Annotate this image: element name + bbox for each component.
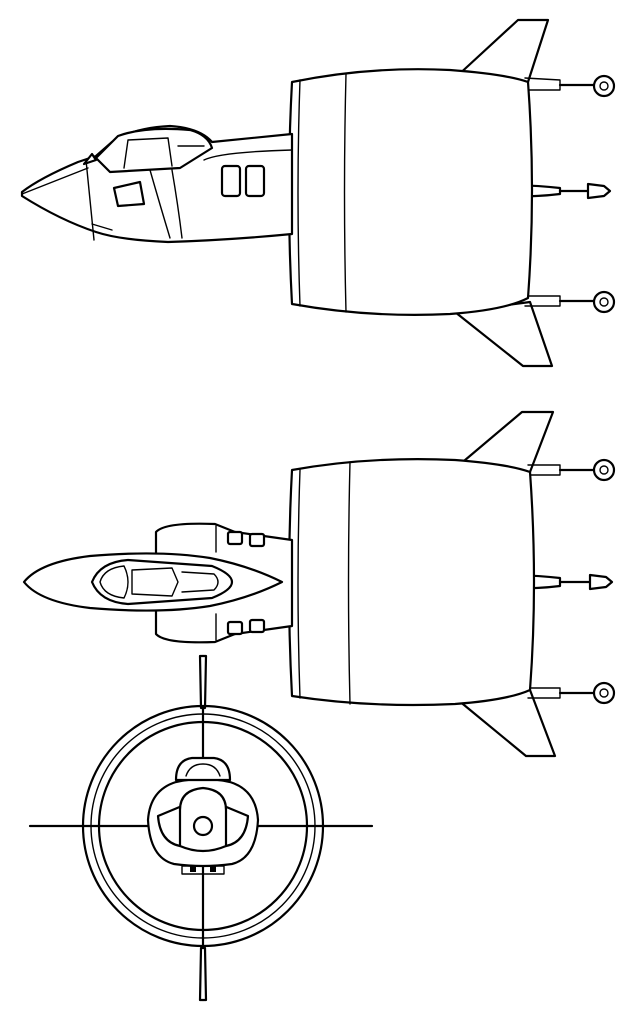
lower-gear-top bbox=[527, 681, 616, 705]
duct-top bbox=[287, 458, 536, 707]
lower-gear bbox=[524, 290, 616, 314]
duct-side bbox=[287, 68, 534, 316]
top-view bbox=[22, 410, 616, 758]
side-window bbox=[112, 180, 146, 208]
canopy-top bbox=[90, 558, 234, 606]
front-view bbox=[28, 654, 374, 1002]
side-hatch bbox=[91, 223, 113, 231]
canopy-side bbox=[82, 127, 214, 174]
upper-gear-top bbox=[527, 458, 616, 482]
side-vents bbox=[220, 164, 266, 198]
upper-gear bbox=[524, 74, 616, 98]
side-view bbox=[20, 18, 616, 368]
fuselage-front bbox=[146, 756, 260, 875]
fuselage-side bbox=[20, 124, 294, 244]
